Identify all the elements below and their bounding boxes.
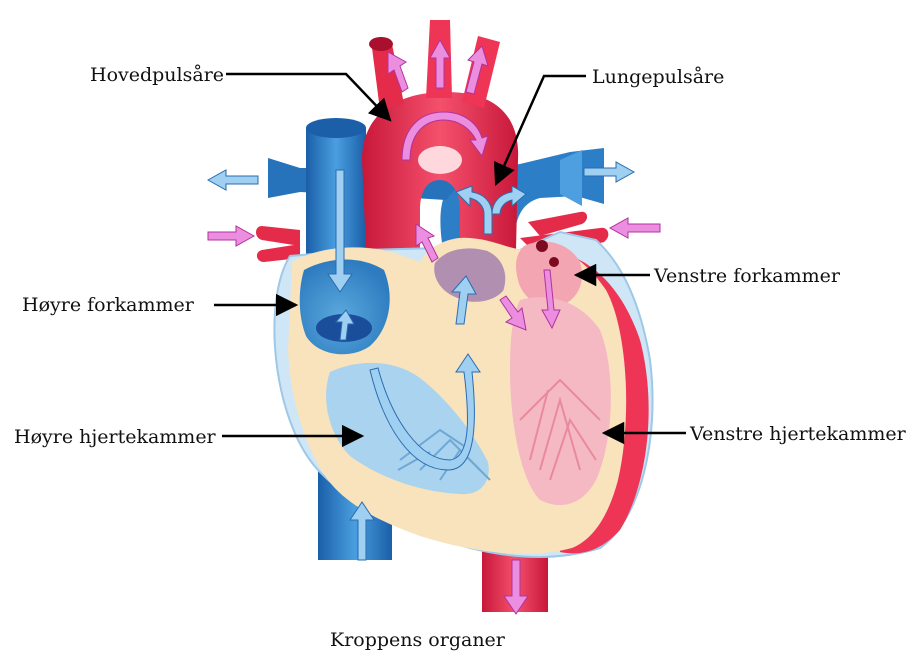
label-aorta: Hovedpulsåre xyxy=(90,64,224,86)
label-left-ventricle: Venstre hjertekammer xyxy=(689,423,907,445)
label-right-atrium: Høyre forkammer xyxy=(22,294,195,316)
superior-vena-cava-opening xyxy=(306,118,366,138)
pulmonary-vein-opening-2 xyxy=(549,257,559,267)
aorta-branch-1-opening xyxy=(369,37,393,51)
pulmonary-valve xyxy=(431,245,508,304)
label-body-organs: Kroppens organer xyxy=(330,629,506,651)
pointer-arrow-icon xyxy=(226,74,390,120)
flow-arrow-icon xyxy=(610,218,660,238)
label-left-atrium: Venstre forkammer xyxy=(653,265,841,287)
aorta-highlight xyxy=(418,146,462,174)
flow-arrow-icon xyxy=(208,170,258,190)
label-right-ventricle: Høyre hjertekammer xyxy=(14,426,217,448)
label-pulmonary-artery: Lungepulsåre xyxy=(592,66,724,88)
flow-arrow-icon xyxy=(208,226,254,246)
pulmonary-vein-opening-1 xyxy=(536,240,548,252)
